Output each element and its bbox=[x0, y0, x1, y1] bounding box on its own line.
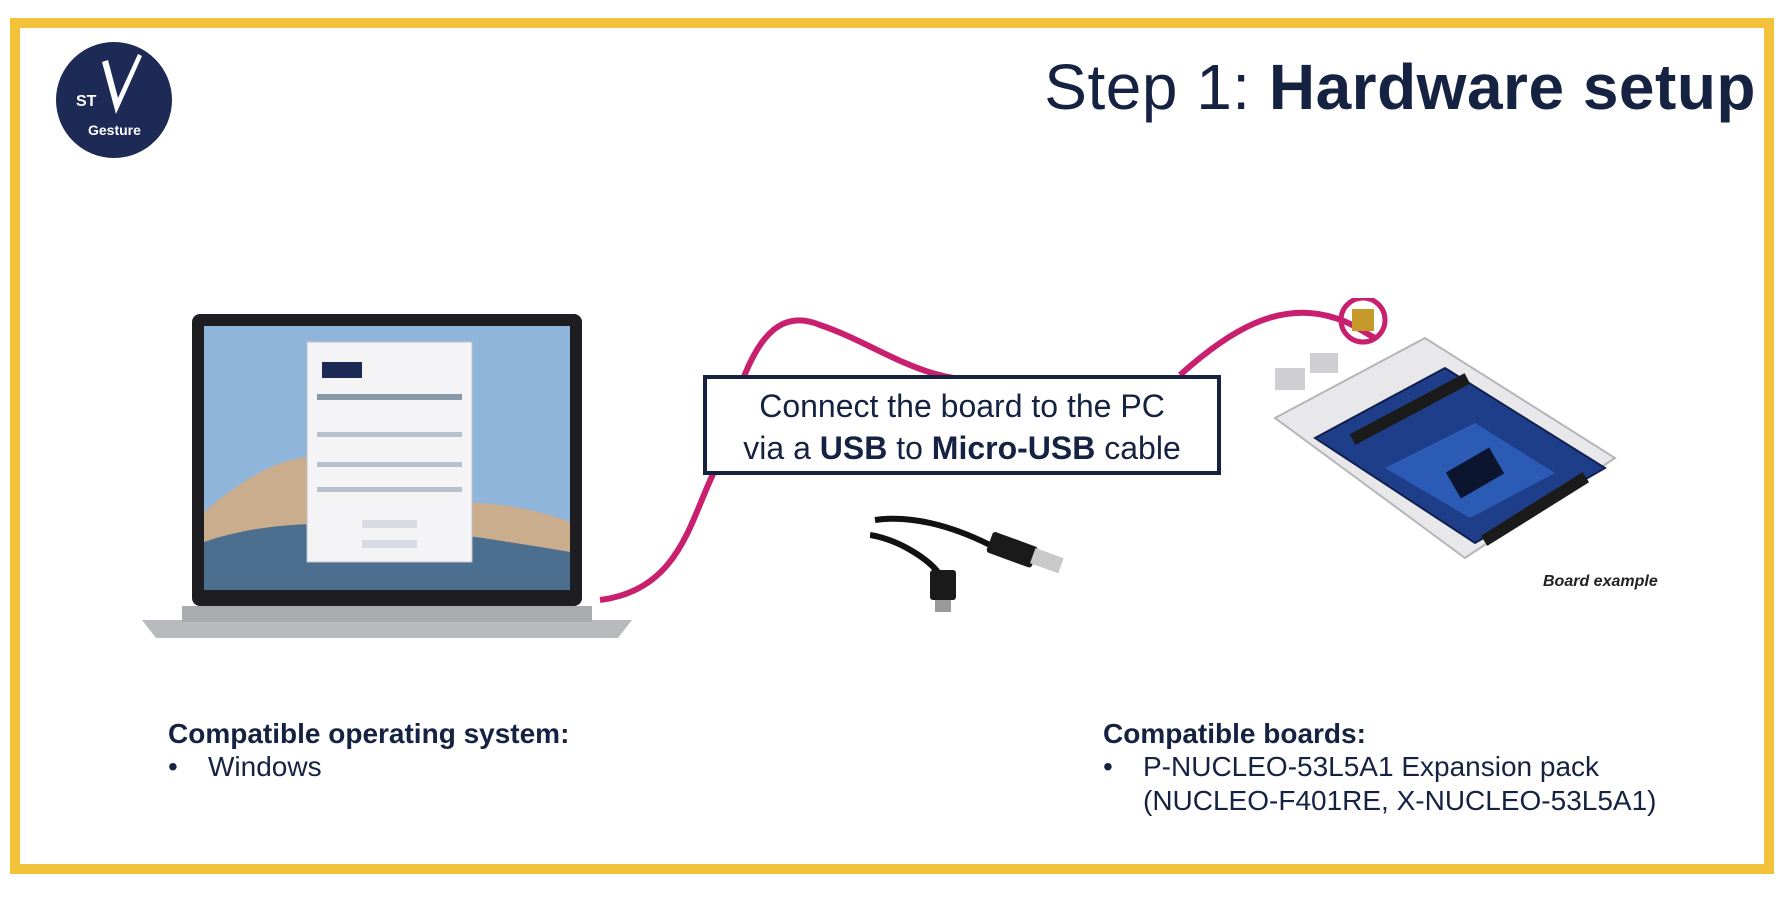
list-item: Windows bbox=[168, 750, 569, 784]
os-heading: Compatible operating system: bbox=[168, 718, 569, 750]
callout-line-2: via a USB to Micro-USB cable bbox=[707, 427, 1217, 469]
usb-cable-image bbox=[870, 500, 1070, 620]
boards-heading: Compatible boards: bbox=[1103, 718, 1657, 750]
st-gesture-logo-icon: ST Gesture bbox=[54, 40, 174, 160]
laptop-image bbox=[142, 312, 632, 642]
nucleo-board-image bbox=[1255, 298, 1635, 598]
logo-text-st: ST bbox=[76, 93, 97, 110]
callout-line-1: Connect the board to the PC bbox=[707, 385, 1217, 427]
page-title: Step 1: Hardware setup bbox=[1044, 50, 1756, 124]
logo-text-gesture: Gesture bbox=[88, 122, 141, 138]
list-item: P-NUCLEO-53L5A1 Expansion pack bbox=[1103, 750, 1657, 784]
board-caption: Board example bbox=[1543, 573, 1658, 591]
compatible-boards-section: Compatible boards: P-NUCLEO-53L5A1 Expan… bbox=[1103, 718, 1657, 818]
os-list: Windows bbox=[168, 750, 569, 784]
boards-item-detail: (NUCLEO-F401RE, X-NUCLEO-53L5A1) bbox=[1103, 784, 1657, 818]
connection-callout: Connect the board to the PC via a USB to… bbox=[703, 375, 1221, 475]
boards-list: P-NUCLEO-53L5A1 Expansion pack bbox=[1103, 750, 1657, 784]
compatible-os-section: Compatible operating system: Windows bbox=[168, 718, 569, 784]
